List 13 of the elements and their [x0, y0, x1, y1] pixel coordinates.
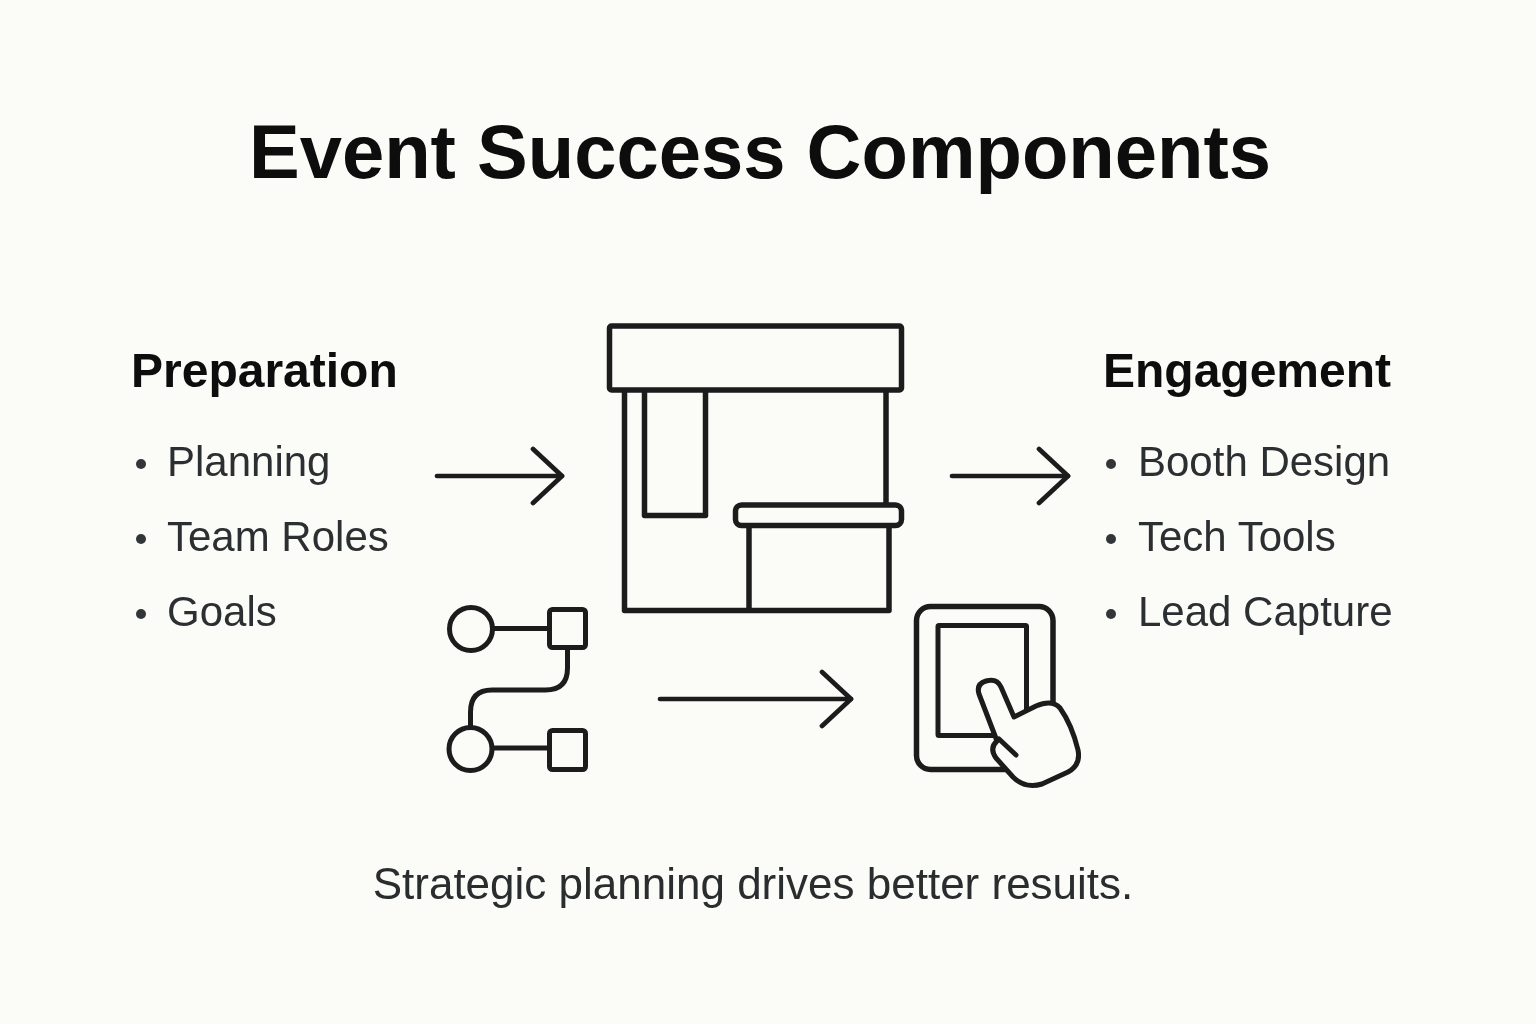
arrow: [434, 446, 565, 506]
section-heading: Engagement: [1103, 342, 1392, 399]
arrow: [949, 446, 1071, 506]
list-item: Tech Tools: [1138, 512, 1336, 563]
list-item: Booth Design: [1138, 437, 1391, 488]
arrow: [657, 669, 854, 729]
list-item: Team Roles: [167, 512, 389, 563]
list-item: Goals: [167, 587, 277, 638]
list-item: Planning: [167, 437, 331, 488]
list-item: Lead Capture: [1138, 587, 1393, 638]
caption: Strategic planning drives better resuits.: [372, 858, 1134, 911]
title: Event Success Components: [248, 108, 1272, 197]
section-heading: Preparation: [131, 342, 398, 399]
